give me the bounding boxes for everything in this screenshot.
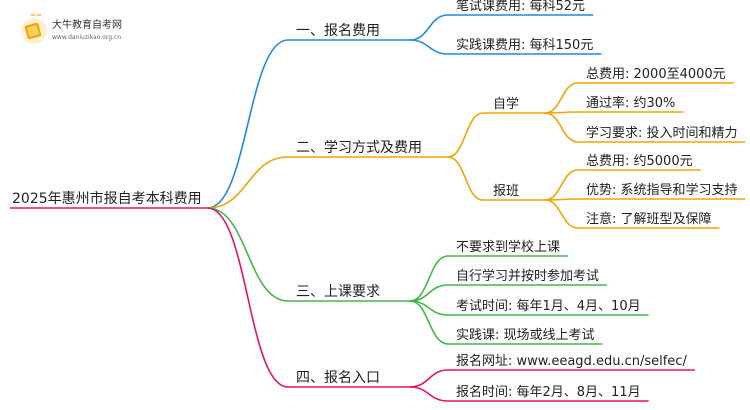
site-logo: ≈≈ 大牛教育自考网 www.daniuzikao.org.cn [21, 11, 122, 44]
leaf-label: 总费用: 约5000元 [586, 154, 693, 169]
leaf-label: 学习要求: 投入时间和精力 [586, 125, 738, 141]
logo-book-icon: ≈≈ [21, 11, 47, 44]
leaf-label: 报名时间: 每年2月、8月、11月 [456, 384, 641, 400]
sub-branch-label-2: 报班 [493, 184, 519, 199]
branch-label-4: 四、报名入口 [296, 370, 380, 386]
sub-branch-label-1: 自学 [493, 96, 519, 112]
leaf-label: 注意: 了解班型及保障 [586, 211, 712, 227]
sub-edge-2 [447, 156, 484, 201]
leaf-edge [544, 112, 579, 143]
sub-edge-1 [447, 112, 484, 158]
root-node-label: 2025年惠州市报自考本科费用 [12, 190, 202, 207]
leaf-edge [409, 39, 449, 55]
branch-edge-1 [206, 39, 289, 209]
leaf-label: 总费用: 2000至4000元 [586, 67, 726, 82]
branch-label-1: 一、报名费用 [296, 23, 380, 39]
leaf-edge [409, 369, 449, 388]
leaf-label: 优势: 系统指导和学习支持 [586, 182, 738, 198]
leaf-edge [544, 169, 579, 201]
leaf-label: 考试时间: 每年1月、4月、10月 [456, 298, 641, 314]
mind-map-nodes: 2025年惠州市报自考本科费用 一、报名费用 笔试课费用: 每科52元实践课费用: … [12, 0, 738, 400]
svg-text:≈≈: ≈≈ [30, 11, 42, 19]
leaf-label: 笔试课费用: 每科52元 [456, 0, 585, 14]
leaf-label: 报名网址: www.eeagd.edu.cn/selfec/ [456, 353, 687, 369]
branch-label-3: 三、上课要求 [296, 284, 380, 300]
leaf-edge [409, 300, 449, 345]
branch-edge-2 [206, 156, 289, 209]
leaf-label: 不要求到学校上课 [456, 239, 560, 255]
logo-url: www.daniuzikao.org.cn [52, 34, 121, 41]
mind-map-edges [10, 14, 745, 402]
leaf-edge [544, 199, 579, 229]
logo-title: 大牛教育自考网 [52, 18, 122, 31]
branch-edge-3 [206, 207, 289, 302]
leaf-edge [409, 386, 449, 402]
leaf-edge [409, 255, 449, 302]
leaf-edge [409, 14, 449, 41]
branch-edge-4 [206, 207, 289, 388]
leaf-label: 自行学习并按时参加考试 [456, 268, 599, 284]
leaf-label: 实践课费用: 每科150元 [456, 37, 593, 53]
branch-label-2: 二、学习方式及费用 [296, 140, 422, 156]
leaf-edge [544, 82, 579, 114]
leaf-label: 通过率: 约30% [586, 95, 675, 111]
leaf-label: 实践课: 现场或线上考试 [456, 328, 595, 343]
